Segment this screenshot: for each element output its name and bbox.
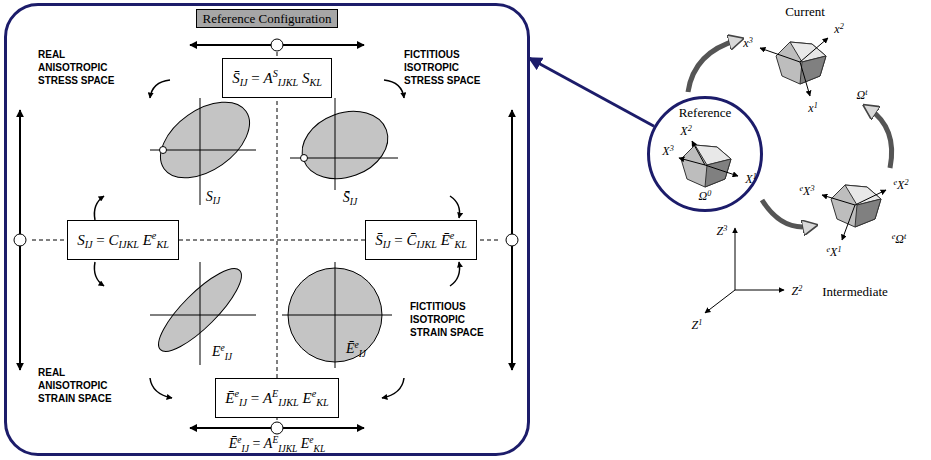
equation-text: S̄IJ = ASIJKL SKL (232, 64, 322, 92)
mapping-arrow (688, 40, 738, 92)
coordinate-label: Z3 (717, 224, 728, 239)
curved-arrow (450, 196, 460, 218)
coordinate-label: Ω0 (699, 189, 712, 204)
space-label: REAL ANISOTROPIC STRESS SPACE (38, 48, 130, 87)
equation-box: ĒeIJ = AEIJKL EeKL (215, 378, 338, 418)
coordinate-label: eX3 (799, 184, 814, 199)
yield-surface (147, 87, 263, 194)
axis-line (282, 315, 392, 316)
equation-box: S̄IJ = C̄IJKL ĒeKL (365, 220, 477, 260)
hinge-circle (14, 234, 26, 246)
coordinate-label: Z1 (692, 318, 703, 333)
equation-box: S̄IJ = ASIJKL SKL (222, 58, 332, 98)
hinge-circle (271, 422, 283, 434)
space-label: REAL ANISOTROPIC STRAIN SPACE (38, 366, 130, 405)
axis-line (200, 262, 201, 365)
panel-heading: Reference Configuration (196, 9, 339, 28)
equation-text: SIJ = CIJKL EeKL (77, 226, 169, 254)
axis-line (335, 262, 336, 368)
space-label: FICTITIOUS ISOTROPIC STRESS SPACE (404, 48, 496, 87)
space-label: FICTITIOUS ISOTROPIC STRAIN SPACE (410, 300, 502, 339)
curved-arrow (450, 262, 460, 286)
axis-line (335, 98, 336, 190)
stress-point (160, 147, 167, 154)
coordinate-label: eX1 (826, 245, 841, 260)
mapping-arrow (762, 200, 812, 227)
equation-box: SIJ = CIJKL EeKL (67, 220, 179, 260)
coordinate-label: Z2 (792, 284, 803, 299)
curved-arrow (94, 196, 104, 220)
axis-line (760, 48, 800, 62)
intermediate-body (831, 185, 881, 227)
axis-line (800, 38, 828, 62)
hinge-circle (506, 234, 518, 246)
axis-line (800, 62, 810, 96)
heading-holder: Reference Configuration (7, 9, 527, 28)
axis-label: SIJ (206, 189, 220, 209)
axis-line (705, 165, 738, 176)
current-body (776, 42, 826, 84)
equation-text: S̄IJ = C̄IJKL ĒeKL (375, 226, 467, 254)
mapping-arrow (868, 108, 892, 168)
curved-arrow (94, 262, 104, 286)
axis-line (200, 98, 201, 205)
axis-label: EeIJ (212, 340, 232, 365)
dashed-divider (277, 52, 278, 420)
yield-surface (293, 100, 398, 190)
coordinate-label: eX2 (893, 178, 908, 193)
curved-arrow (384, 80, 404, 98)
curved-arrow (382, 378, 404, 398)
coordinate-label: x3 (743, 36, 752, 51)
coordinate-label: X2 (680, 124, 691, 139)
configuration-label: Reference (679, 105, 732, 121)
configuration-label: Current (785, 4, 825, 20)
axis-line (855, 190, 886, 205)
hinge-circle (271, 39, 283, 51)
axis-line (679, 158, 705, 165)
mapping-connector (529, 58, 654, 126)
axis-line (735, 290, 784, 291)
axis-line (705, 290, 735, 313)
axis-line (842, 205, 855, 240)
axis-line (735, 228, 736, 290)
curved-arrow (150, 378, 172, 398)
equation-label: ĒeIJ = AEIJKL EeKL (229, 432, 325, 457)
coordinate-label: eΩt (892, 232, 907, 247)
coordinate-label: x1 (808, 101, 817, 116)
coordinate-label: X3 (662, 144, 673, 159)
axis-line (150, 315, 256, 316)
stress-point (301, 155, 308, 162)
axis-label: ĒeIJ (346, 337, 366, 362)
equation-text: ĒeIJ = AEIJKL EeKL (225, 384, 328, 412)
reference-body (681, 145, 731, 187)
axis-label: S̄IJ (343, 190, 357, 210)
axis-line (822, 195, 855, 205)
configuration-label: Intermediate (822, 284, 888, 300)
curved-arrow (150, 80, 170, 98)
coordinate-label: X1 (745, 172, 756, 187)
coordinate-label: x2 (834, 22, 843, 37)
coordinate-label: Ωt (857, 88, 868, 103)
axis-line (692, 141, 705, 165)
